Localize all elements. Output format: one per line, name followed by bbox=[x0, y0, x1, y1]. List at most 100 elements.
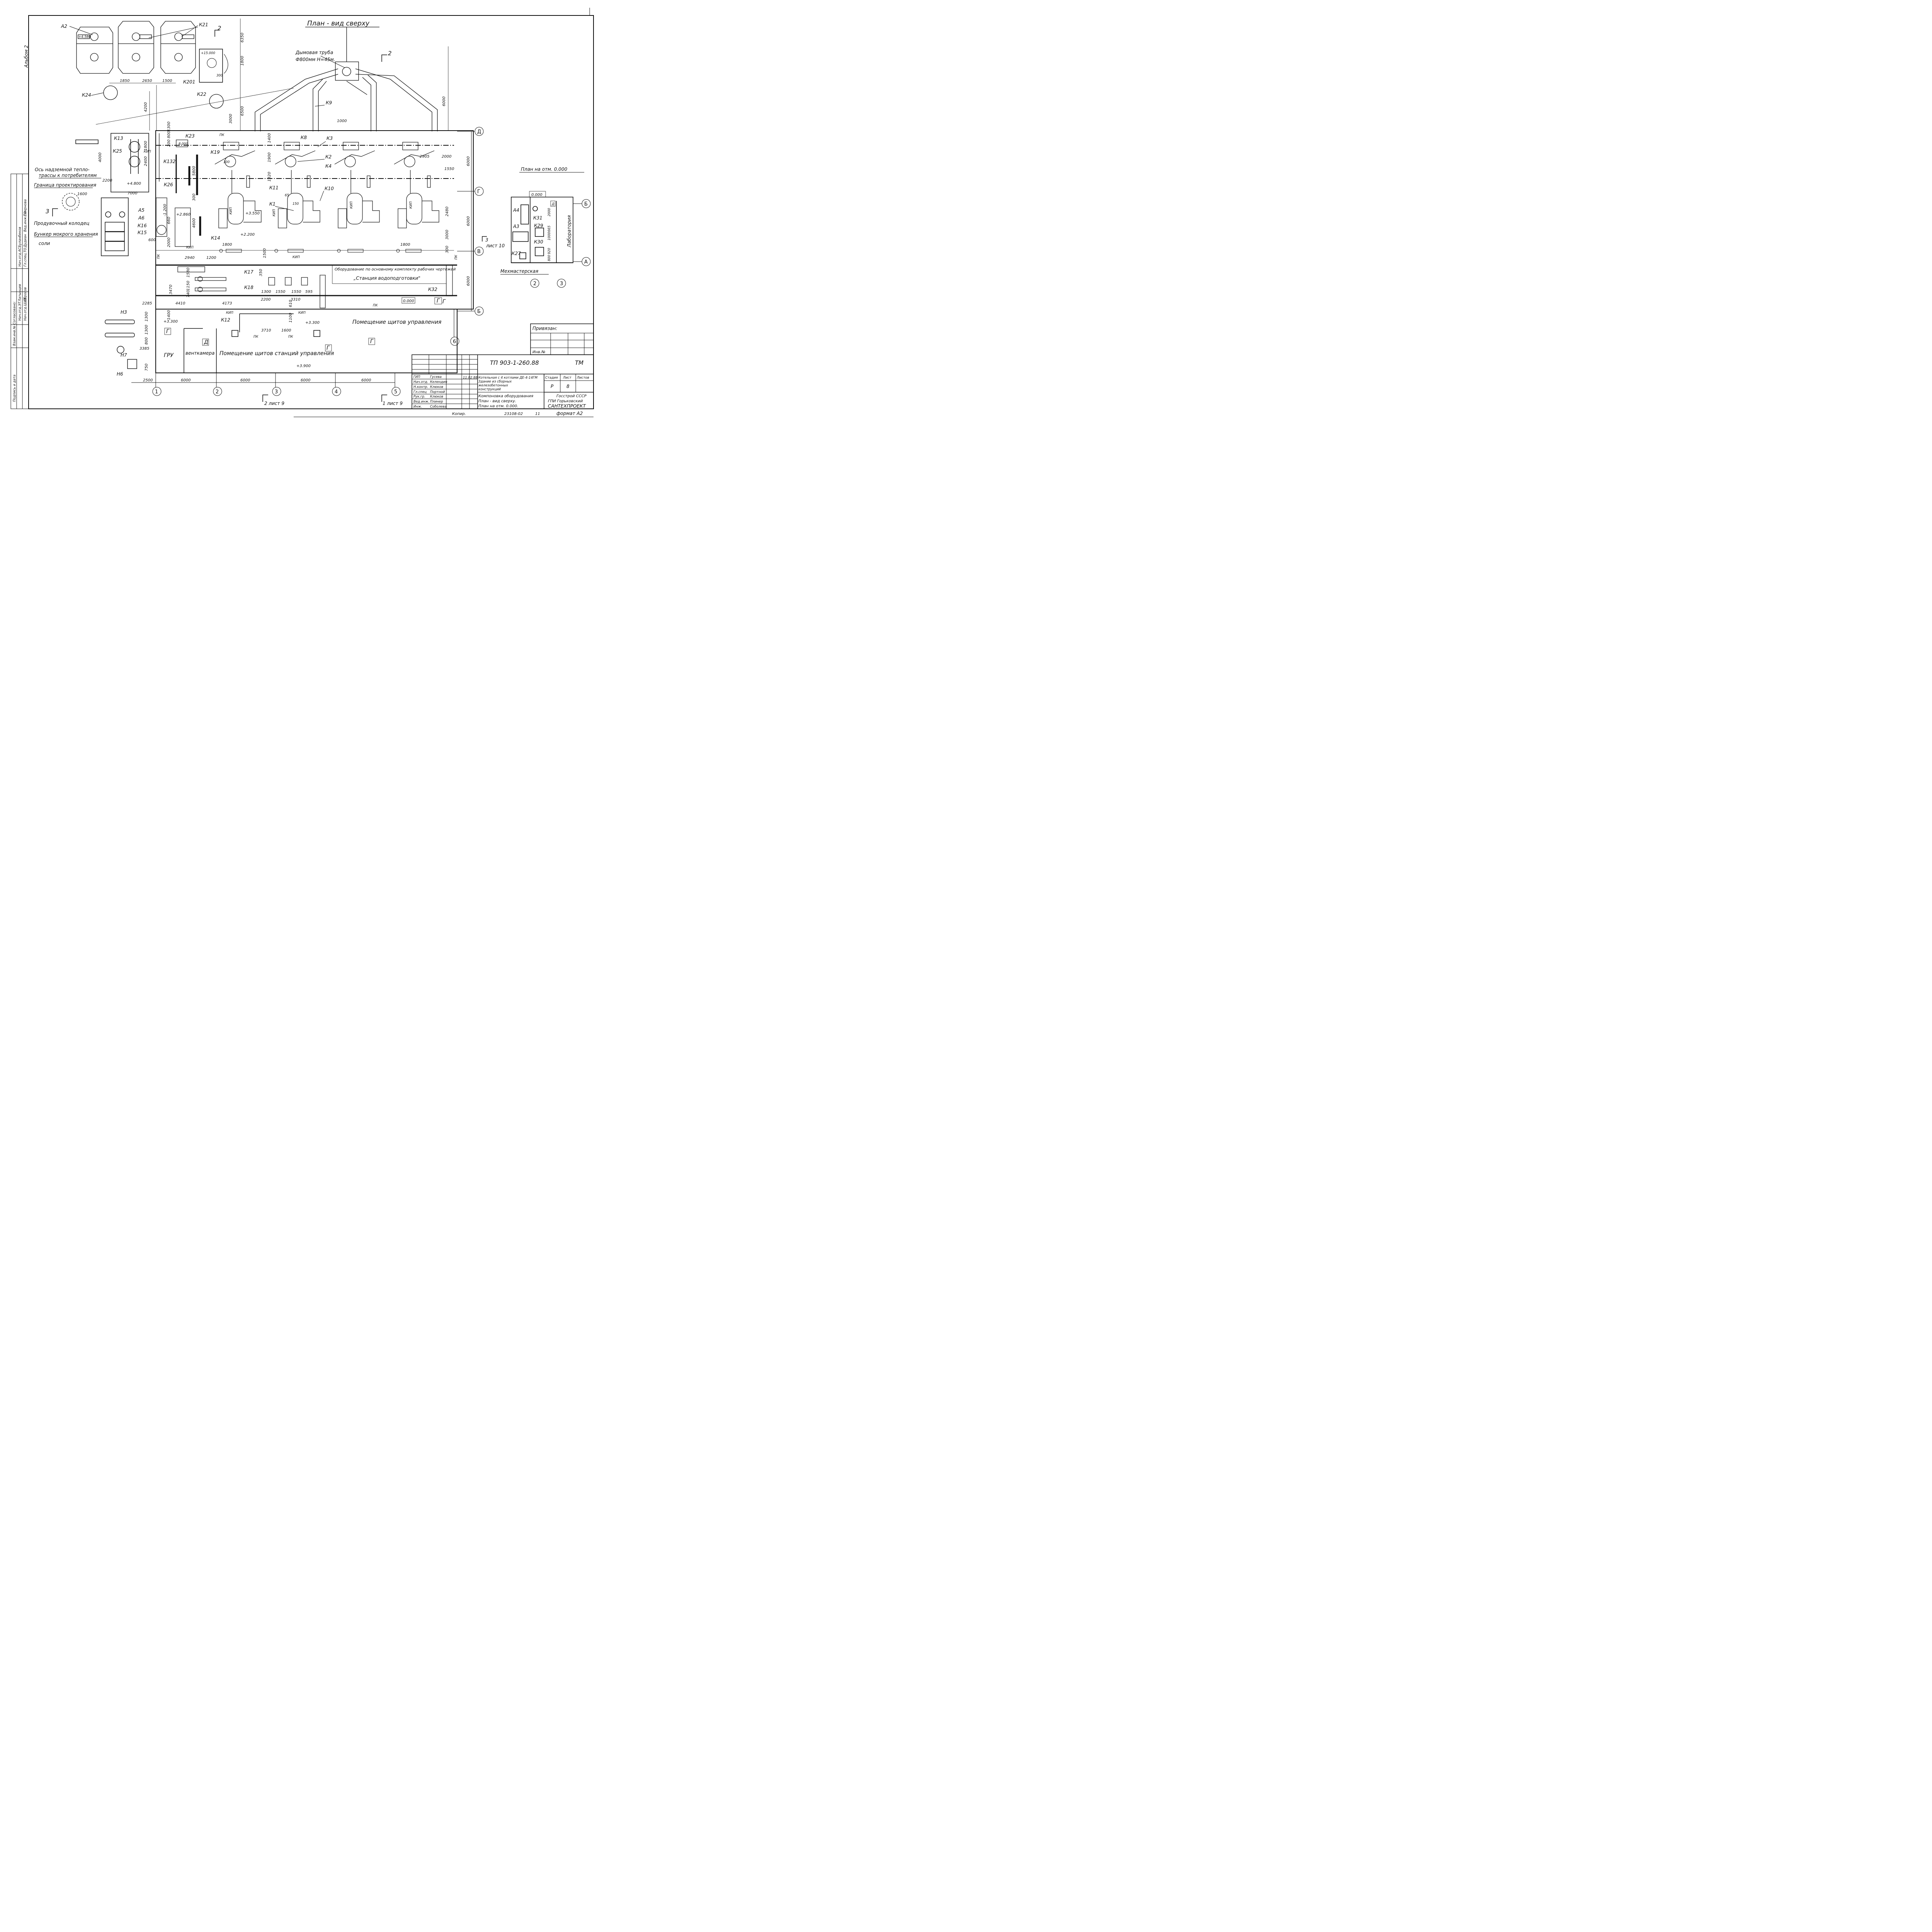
svg-text:Г: Г bbox=[437, 298, 440, 304]
svg-text:Здание из сборных: Здание из сборных bbox=[478, 380, 512, 384]
svg-text:Мехмастерская: Мехмастерская bbox=[500, 269, 538, 274]
svg-text:740: 740 bbox=[186, 290, 190, 298]
svg-text:Граница проектирования: Граница проектирования bbox=[34, 182, 96, 188]
svg-text:Лаборатория: Лаборатория bbox=[566, 215, 572, 248]
svg-text:1800: 1800 bbox=[222, 243, 232, 247]
svg-text:Ф800мм Н=45м.: Ф800мм Н=45м. bbox=[296, 57, 335, 62]
svg-text:КИП: КИП bbox=[144, 150, 151, 154]
svg-text:8: 8 bbox=[566, 384, 570, 389]
svg-text:2: 2 bbox=[218, 25, 221, 32]
svg-text:Госстрой СССР: Госстрой СССР bbox=[556, 394, 587, 398]
svg-text:К23: К23 bbox=[185, 133, 195, 139]
svg-text:КИП: КИП bbox=[293, 255, 300, 259]
svg-text:1550: 1550 bbox=[276, 290, 285, 294]
svg-text:Вед.инж.: Вед.инж. bbox=[413, 400, 429, 404]
well-k22 bbox=[209, 94, 224, 109]
svg-text:Бункер мокрого хранения: Бункер мокрого хранения bbox=[34, 231, 98, 237]
mark-a2: А2 bbox=[61, 24, 67, 29]
svg-text:К29: К29 bbox=[534, 223, 543, 228]
svg-text:4: 4 bbox=[335, 389, 338, 395]
svg-text:Помещение щитов управления: Помещение щитов управления bbox=[352, 319, 441, 325]
lower-rooms bbox=[184, 313, 320, 373]
svg-text:+2.200: +2.200 bbox=[240, 233, 255, 237]
svg-text:4173: 4173 bbox=[222, 301, 232, 306]
svg-text:100: 100 bbox=[223, 160, 230, 164]
svg-text:А6: А6 bbox=[138, 215, 145, 221]
svg-text:+3.900: +3.900 bbox=[296, 364, 311, 368]
svg-text:2: 2 bbox=[388, 50, 392, 57]
svg-text:Инв.№: Инв.№ bbox=[532, 350, 546, 354]
well-k24 bbox=[103, 85, 118, 100]
svg-text:300: 300 bbox=[216, 74, 223, 78]
svg-text:Нач.отд.: Нач.отд. bbox=[413, 380, 428, 384]
svg-text:Плинер: Плинер bbox=[430, 400, 443, 404]
svg-text:ПК: ПК bbox=[253, 335, 259, 339]
svg-text:Подпись и дата: Подпись и дата bbox=[13, 375, 17, 402]
svg-text:3: 3 bbox=[485, 237, 488, 243]
svg-text:Рук.гр.: Рук.гр. bbox=[413, 395, 425, 399]
svg-text:КИП: КИП bbox=[229, 207, 233, 214]
svg-text:+3.550: +3.550 bbox=[245, 211, 260, 216]
svg-text:0.000: 0.000 bbox=[403, 299, 414, 303]
svg-text:4000: 4000 bbox=[98, 153, 102, 162]
svg-text:КИП: КИП bbox=[272, 209, 276, 216]
svg-text:1: 1 bbox=[155, 389, 158, 395]
svg-text:Смирнова: Смирнова bbox=[24, 199, 27, 216]
drawing-sheet: Альбом 2 Согласовано: Нач.отд.ЭТ Латынце… bbox=[0, 0, 602, 425]
svg-text:3310: 3310 bbox=[291, 298, 300, 302]
svg-text:К18: К18 bbox=[244, 285, 253, 290]
svg-text:1100: 1100 bbox=[289, 313, 293, 323]
svg-text:Продувочный колодец: Продувочный колодец bbox=[34, 221, 89, 226]
svg-text:4200: 4200 bbox=[144, 102, 148, 112]
svg-text:железобетонных: железобетонных bbox=[478, 384, 509, 388]
svg-text:Гусева: Гусева bbox=[430, 375, 442, 379]
svg-text:600: 600 bbox=[148, 238, 156, 242]
svg-text:лист 10: лист 10 bbox=[486, 243, 505, 248]
svg-text:1900: 1900 bbox=[267, 153, 272, 162]
svg-text:К31: К31 bbox=[533, 215, 543, 221]
svg-text:К27: К27 bbox=[512, 251, 521, 256]
svg-text:3470: 3470 bbox=[169, 285, 173, 294]
svg-text:К132: К132 bbox=[163, 159, 175, 164]
svg-text:3: 3 bbox=[560, 281, 563, 287]
svg-text:ПК: ПК bbox=[454, 255, 458, 260]
svg-text:+4.800: +4.800 bbox=[127, 182, 141, 186]
pipeline-row bbox=[219, 249, 422, 253]
svg-text:1500: 1500 bbox=[263, 248, 267, 258]
svg-text:5800: 5800 bbox=[192, 166, 196, 176]
svg-text:Ось надземной тепло-: Ось надземной тепло- bbox=[35, 167, 90, 172]
storage-tanks bbox=[76, 21, 196, 74]
svg-text:150: 150 bbox=[293, 202, 299, 206]
svg-text:КИП: КИП bbox=[409, 201, 413, 209]
svg-text:Г: Г bbox=[327, 345, 330, 351]
svg-text:-1.200: -1.200 bbox=[163, 204, 167, 216]
svg-text:2500: 2500 bbox=[143, 378, 153, 383]
svg-text:6000: 6000 bbox=[240, 378, 250, 383]
water-treatment-equipment bbox=[177, 265, 453, 308]
svg-text:6000: 6000 bbox=[466, 276, 471, 286]
svg-text:11: 11 bbox=[535, 412, 540, 416]
grid-axes bbox=[131, 127, 484, 396]
svg-text:КИП: КИП bbox=[186, 246, 194, 250]
svg-text:23108-02: 23108-02 bbox=[504, 412, 523, 416]
svg-text:1300: 1300 bbox=[145, 325, 149, 335]
svg-text:ПК: ПК bbox=[288, 335, 293, 339]
svg-text:6500: 6500 bbox=[240, 106, 245, 116]
svg-text:Вед.инж.ТО: Вед.инж.ТО bbox=[24, 211, 27, 232]
svg-text:1000: 1000 bbox=[337, 119, 347, 123]
svg-text:1320: 1320 bbox=[267, 172, 272, 182]
svg-text:+15.000: +15.000 bbox=[201, 51, 215, 55]
svg-text:А: А bbox=[584, 259, 588, 265]
svg-text:3: 3 bbox=[275, 389, 278, 395]
svg-text:К24: К24 bbox=[82, 92, 91, 98]
svg-text:6000: 6000 bbox=[466, 216, 471, 226]
svg-text:1850: 1850 bbox=[120, 79, 129, 83]
svg-text:ТП 903-1-260.88: ТП 903-1-260.88 bbox=[490, 359, 539, 366]
svg-text:К4: К4 bbox=[325, 163, 332, 169]
svg-text:Д: Д bbox=[551, 202, 554, 206]
svg-text:1550: 1550 bbox=[291, 290, 301, 294]
kip-labels: КИП КИП КИП КИП КИП КИП КИП КИП КИП bbox=[144, 150, 413, 315]
svg-text:К3: К3 bbox=[327, 136, 333, 141]
svg-text:венткамера: венткамера bbox=[185, 350, 214, 356]
svg-text:К21: К21 bbox=[199, 22, 208, 27]
